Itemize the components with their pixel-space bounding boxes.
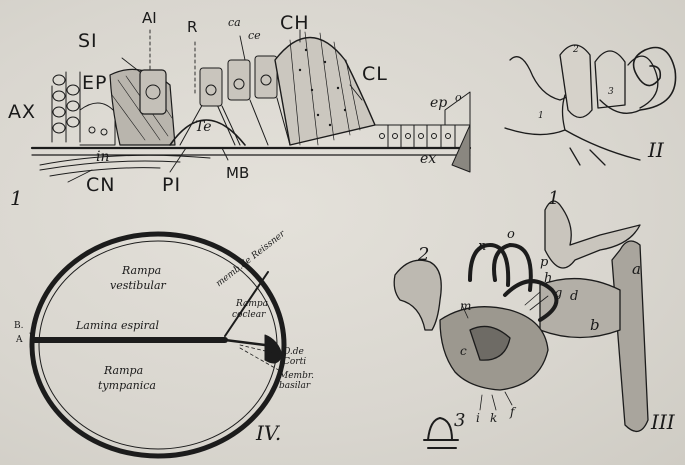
fig2-number: II [648,140,664,160]
fig1-label-ce: ce [248,30,261,41]
fig1-label-cl: CL [362,65,388,84]
fig1-label-o: o [455,92,462,103]
fig2-label-1: 1 [538,112,544,121]
fig4-label-rampa-tympanica-2: tympanica [98,380,156,391]
fig1-label-r: R [187,20,197,35]
fig1-label-ai: AI [142,11,157,26]
fig2-label-3: 3 [608,88,614,97]
fig3-labyrinth-ossicles [394,201,648,448]
fig3-label-o: o [507,228,515,241]
fig1-label-si: SI [78,32,98,51]
fig1-label-ca: ca [228,17,241,28]
fig3-label-i: i [476,412,480,424]
fig1-label-pi: PI [162,176,181,195]
fig3-label-n: n [478,240,486,253]
fig1-number: 1 [10,188,23,208]
fig3-label-g: g [554,287,562,300]
fig4-label-org-corti-2: Corti [283,358,306,367]
fig3-number: III [651,412,675,432]
fig1-label-ax: AX [8,103,36,122]
fig3-label-p: p [540,256,548,269]
fig4-label-rampa-vestibular: Rampa [122,265,161,276]
fig1-label-ep: EP [82,74,107,93]
fig4-number: IV. [256,423,281,443]
fig3-label-m: m [460,300,471,312]
fig3-label-f: f [510,406,514,418]
fig3-label-d: d [570,290,578,303]
fig4-label-a: A [16,336,23,345]
fig2-label-2: 2 [573,46,579,55]
fig1-label-mb: MB [226,166,249,181]
fig3-label-h: h [544,272,552,285]
fig4-label-rampa-coclear-2: coclear [232,311,265,320]
fig3-label-b: b [590,318,600,333]
fig3-label-3: 3 [454,412,465,430]
fig4-label-rampa-tympanica: Rampa [104,365,143,376]
fig1-label-ex: ex [420,152,436,166]
fig3-label-k: k [490,412,497,424]
fig1-label-ch: CH [280,14,310,33]
fig1-label-te: Te [195,120,212,134]
fig1-label-ep-right: ep [430,96,447,110]
fig3-label-2: 2 [418,246,429,264]
fig4-label-memb-basilar-2: basilar [279,382,310,391]
fig4-label-lamina-espiral: Lamina espiral [76,320,159,331]
fig4-label-org-corti: O.de [283,348,304,357]
fig3-label-a: a [632,262,641,277]
fig3-label-1: 1 [548,190,559,208]
fig4-label-memb-basilar: Membr. [279,372,314,381]
fig3-label-c: c [460,345,467,357]
fig1-label-cn: CN [86,176,115,195]
fig4-label-rampa-coclear: Rampa [236,300,268,309]
fig4-label-rampa-vestibular-2: vestibular [110,280,166,291]
fig4-label-b: B. [14,322,23,331]
fig1-label-in: in [96,150,110,164]
